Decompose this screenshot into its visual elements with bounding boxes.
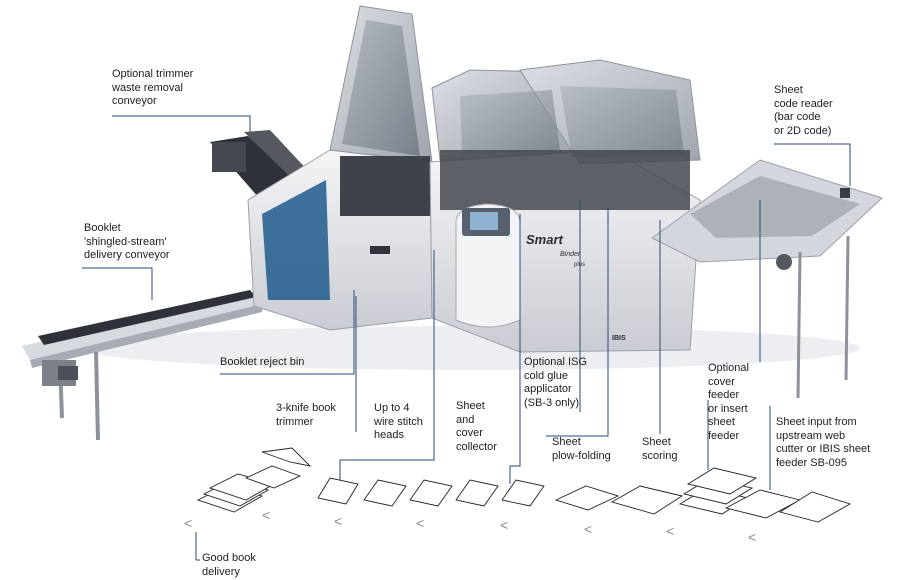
leader-shingled-conveyor: [82, 267, 153, 300]
sheet-trim-waste: [261, 447, 312, 467]
sheet-stitched-1: [317, 477, 359, 505]
brand-logo: Smart: [526, 232, 564, 247]
sheet-collected-2: [455, 479, 499, 507]
leader-good-book: [195, 532, 200, 561]
leader-plow-folding: [546, 208, 609, 437]
callout-booklet-reject-bin: Booklet reject bin: [220, 356, 305, 368]
flow-arrow: <: [500, 517, 508, 533]
sheet-input-2: [778, 491, 852, 523]
sheet-trimmed-book: [244, 465, 302, 489]
leader-stitch-heads: [339, 250, 435, 480]
callout-shingled-stream-conveyor: Booklet 'shingled-stream' delivery conve…: [84, 222, 170, 261]
callout-trimmer-waste-conveyor: Optional trimmer waste removal conveyor: [112, 68, 194, 107]
model-logo: Binder: [560, 251, 581, 258]
callout-cover-feeder: Optional cover feeder or insert sheet fe…: [708, 362, 749, 442]
leader-collector: [509, 214, 521, 484]
sheet-cover-stack-3: [686, 467, 758, 495]
flow-arrow: <: [184, 515, 192, 531]
flow-arrow: <: [584, 521, 592, 537]
sheet-collected-3: [501, 479, 545, 507]
sheet-collected-1: [409, 479, 453, 507]
callout-3-knife-trimmer: 3-knife book trimmer: [276, 402, 336, 428]
flow-arrow: <: [262, 507, 270, 523]
shingled-stream-conveyor-illustration: [22, 290, 262, 441]
sheet-scored: [610, 485, 684, 515]
leader-reject-bin: [220, 290, 355, 375]
process-sheets: [196, 447, 852, 523]
callout-plow-folding: Sheet plow-folding: [552, 436, 611, 462]
flow-arrow: <: [748, 529, 756, 545]
callout-wire-stitch-heads: Up to 4 wire stitch heads: [374, 402, 423, 441]
maker-logo: IBIS: [612, 335, 626, 342]
edition-logo: plus: [574, 262, 585, 268]
leader-lines: [82, 115, 851, 561]
leader-code-reader: [774, 143, 851, 186]
callout-sheet-scoring: Sheet scoring: [642, 436, 678, 462]
process-flow-arrows: < < < < < < < <: [184, 507, 756, 545]
sheet-feed-table-illustration: [651, 159, 883, 399]
callout-good-book-delivery: Good book delivery: [202, 552, 256, 578]
machine-branding: Smart Binder plus IBIS: [526, 232, 626, 342]
flow-arrow: <: [666, 523, 674, 539]
callout-sheet-cover-collector: Sheet and cover collector: [456, 400, 497, 453]
flow-arrow: <: [416, 515, 424, 531]
leader-trimmer-waste: [112, 115, 251, 132]
central-module-illustration: [429, 59, 701, 353]
callout-isg-cold-glue: Optional ISG cold glue applicator (SB-3 …: [524, 356, 587, 409]
callout-sheet-input: Sheet input from upstream web cutter or …: [776, 416, 871, 469]
stitcher-housing-illustration: [247, 5, 433, 331]
sheet-plow-folded: [554, 485, 620, 511]
flow-arrow: <: [334, 513, 342, 529]
callout-sheet-code-reader: Sheet code reader (bar code or 2D code): [774, 84, 833, 137]
sheet-stitched-2: [363, 479, 407, 507]
